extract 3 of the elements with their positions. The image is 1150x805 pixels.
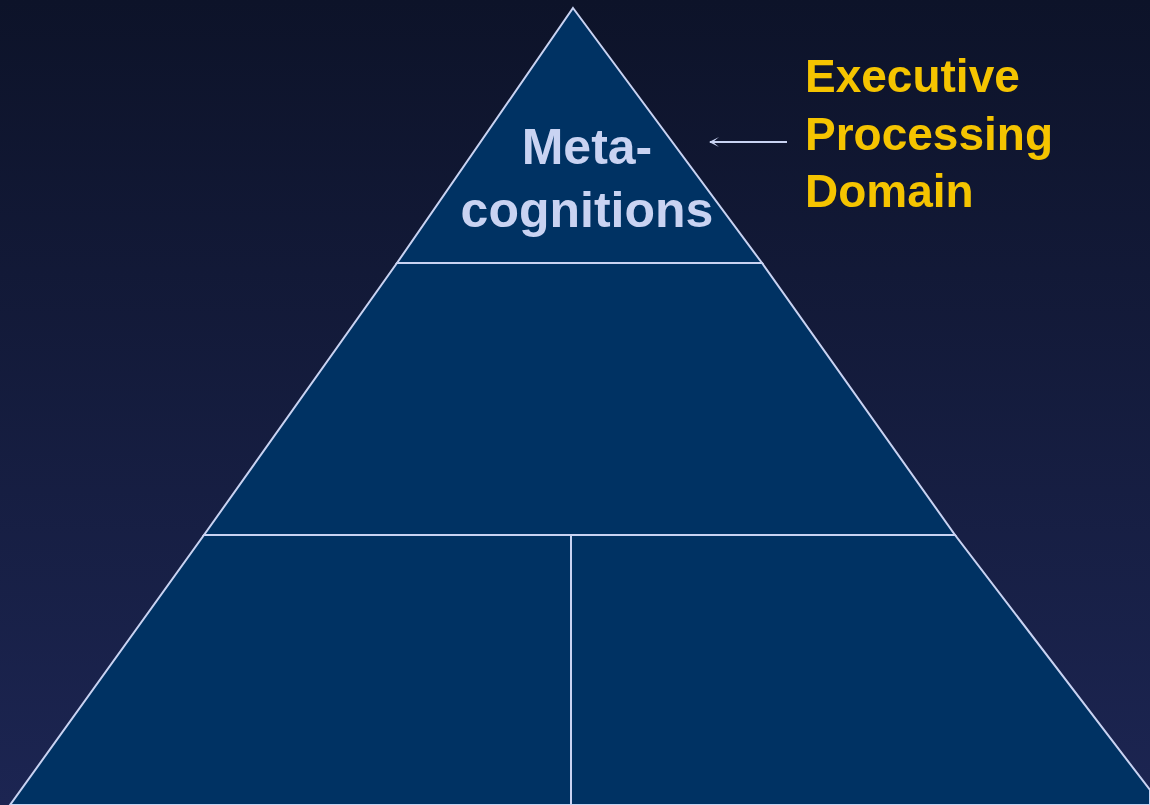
tier-label: Meta- cognitions <box>459 118 715 240</box>
arrow <box>709 137 788 147</box>
domain-label: Executive Processing Domain <box>805 49 1054 219</box>
